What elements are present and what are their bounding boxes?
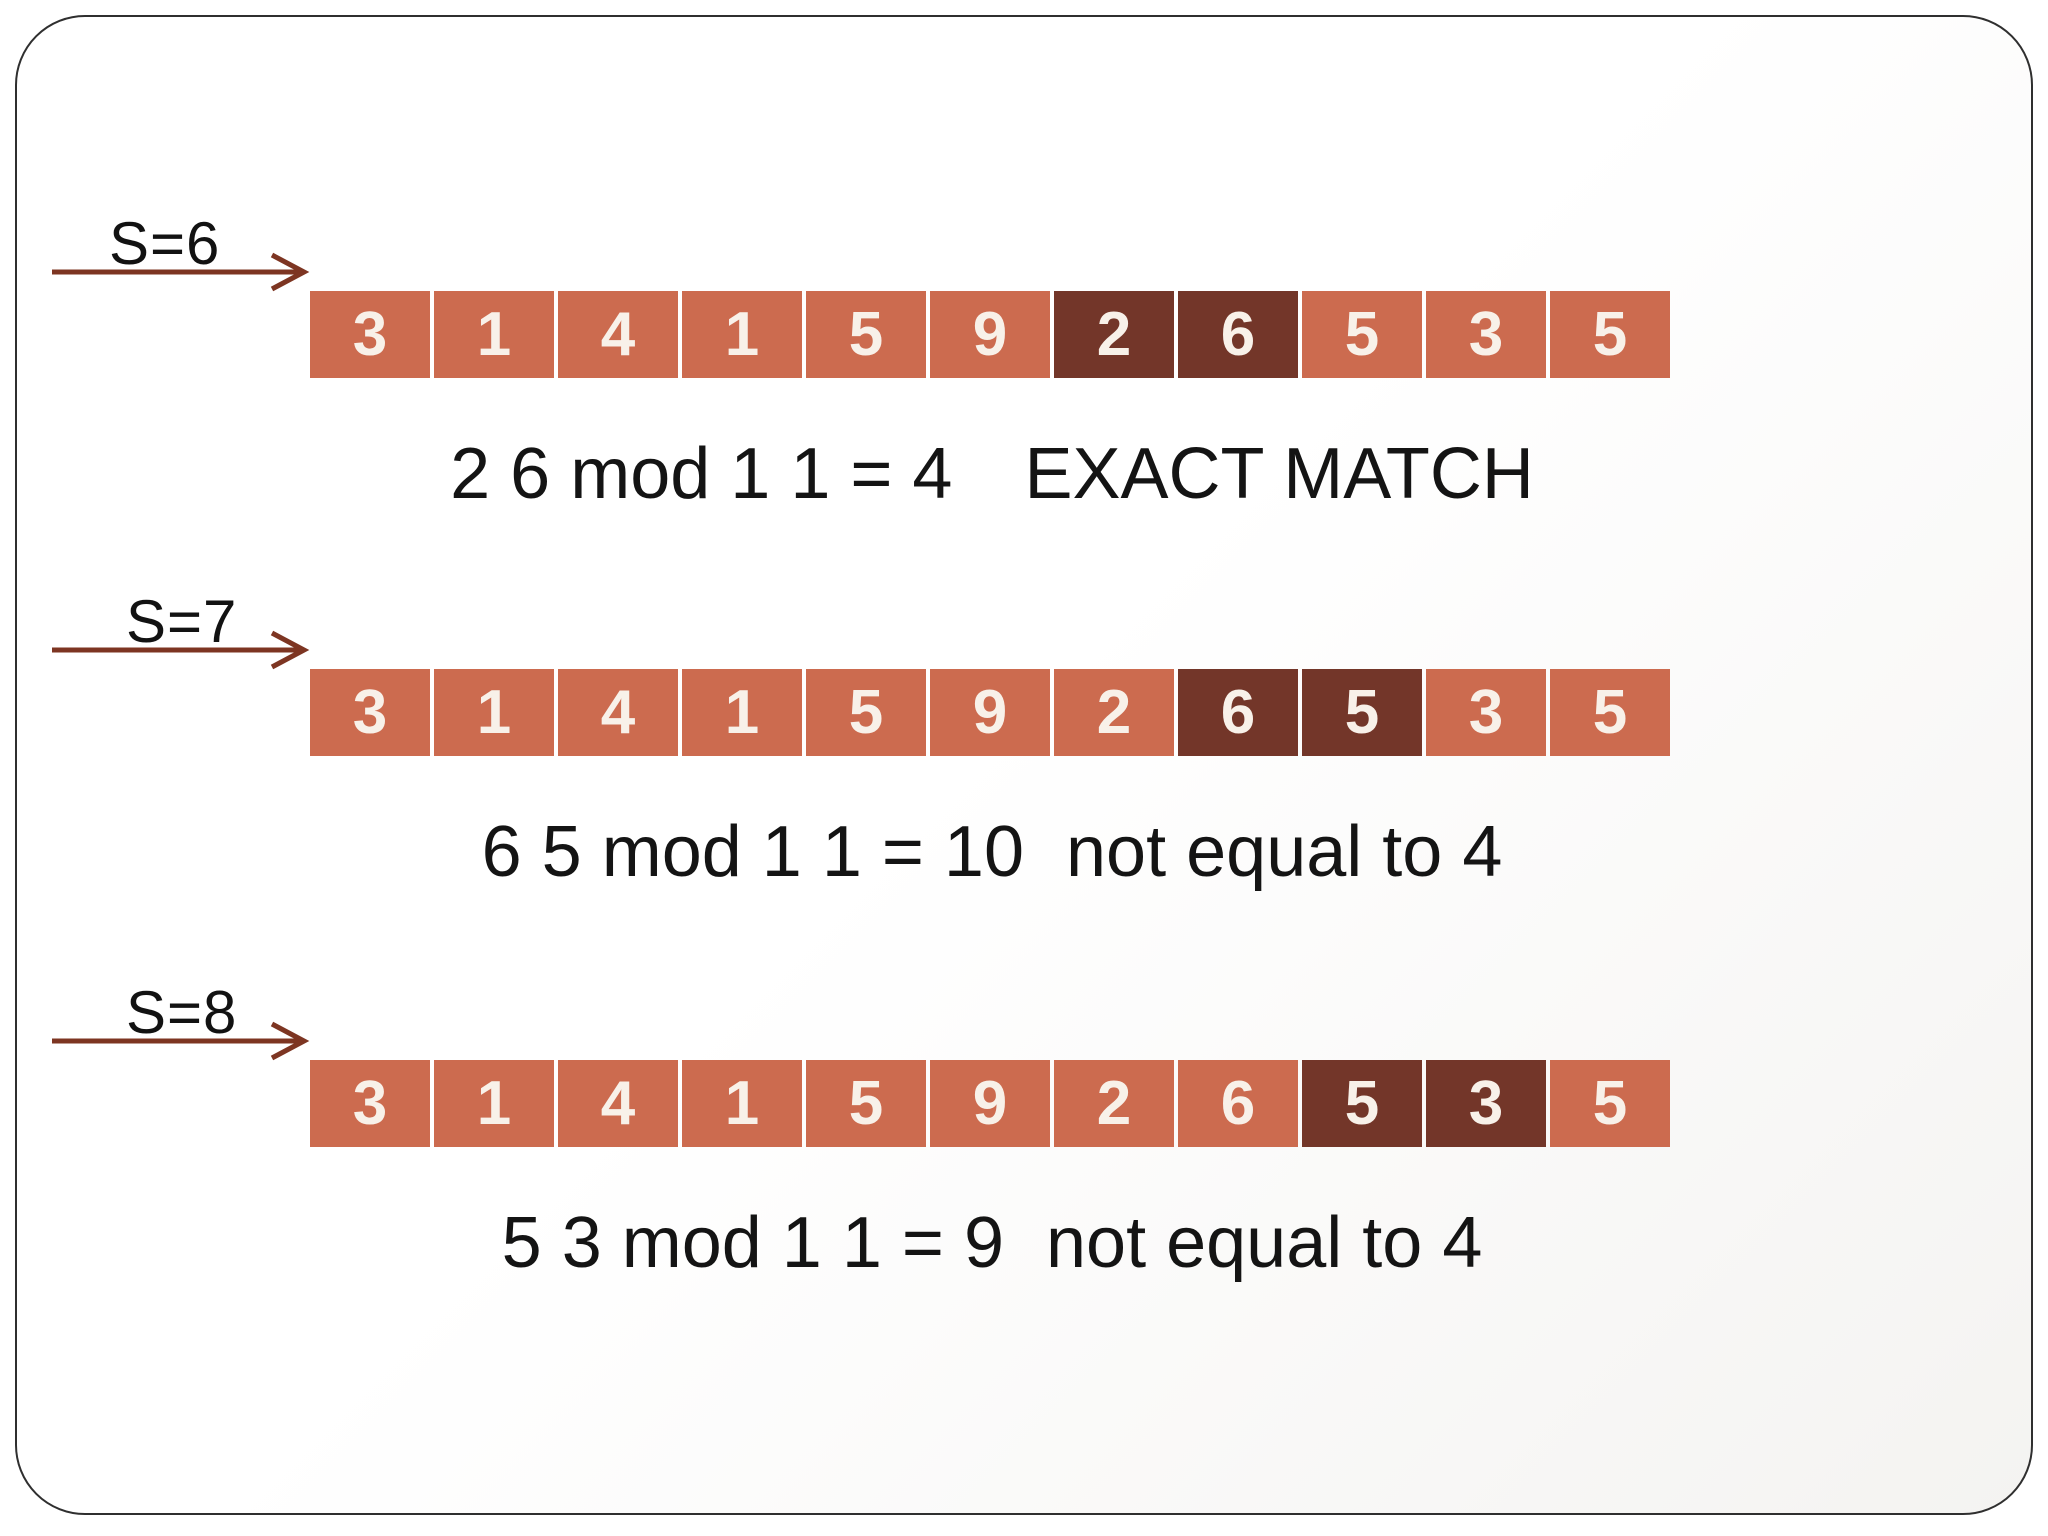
array-cell: 1 xyxy=(682,669,802,756)
array-cell: 2 xyxy=(1054,1060,1174,1147)
array-cell: 1 xyxy=(434,1060,554,1147)
array-cell-highlighted: 5 xyxy=(1302,1060,1422,1147)
caption-equation: 5 3 mod 1 1 = 9 xyxy=(501,1203,1004,1283)
array-cell: 5 xyxy=(1550,1060,1670,1147)
array-cell: 4 xyxy=(558,1060,678,1147)
caption: 5 3 mod 1 1 = 9 not equal to 4 xyxy=(310,1202,1674,1284)
array-cell: 3 xyxy=(310,1060,430,1147)
array-cell: 2 xyxy=(1054,669,1174,756)
array-cell: 6 xyxy=(1178,1060,1298,1147)
arrow-right-icon xyxy=(52,630,310,670)
array-cell-highlighted: 2 xyxy=(1054,291,1174,378)
array-cell: 5 xyxy=(806,291,926,378)
caption-result: EXACT MATCH xyxy=(1024,434,1534,514)
array-cell: 3 xyxy=(1426,291,1546,378)
array-cell: 5 xyxy=(806,669,926,756)
array-cell: 3 xyxy=(310,669,430,756)
caption-equation: 2 6 mod 1 1 = 4 xyxy=(450,434,953,514)
caption: 2 6 mod 1 1 = 4 EXACT MATCH xyxy=(310,433,1674,515)
array-cell-highlighted: 6 xyxy=(1178,291,1298,378)
array-cell-highlighted: 6 xyxy=(1178,669,1298,756)
array-cell: 3 xyxy=(310,291,430,378)
array-cell: 9 xyxy=(930,669,1050,756)
array-cell: 5 xyxy=(1550,669,1670,756)
array-cell: 5 xyxy=(1302,291,1422,378)
caption: 6 5 mod 1 1 = 10 not equal to 4 xyxy=(310,811,1674,893)
array-cell-highlighted: 3 xyxy=(1426,1060,1546,1147)
caption-result: not equal to 4 xyxy=(1066,812,1503,892)
array-cell: 1 xyxy=(682,1060,802,1147)
array-cell: 1 xyxy=(434,669,554,756)
array-cell: 3 xyxy=(1426,669,1546,756)
caption-equation: 6 5 mod 1 1 = 10 xyxy=(481,812,1025,892)
array-cell: 5 xyxy=(806,1060,926,1147)
array-cell: 9 xyxy=(930,291,1050,378)
arrow-right-icon xyxy=(52,252,310,292)
caption-result: not equal to 4 xyxy=(1046,1203,1483,1283)
array-cell: 4 xyxy=(558,669,678,756)
array-cell: 1 xyxy=(434,291,554,378)
shift-label: S=7 xyxy=(126,588,238,655)
array-cell-highlighted: 5 xyxy=(1302,669,1422,756)
shift-label: S=6 xyxy=(109,210,221,277)
shift-label: S=8 xyxy=(126,979,238,1046)
arrow-right-icon xyxy=(52,1021,310,1061)
array-cell: 9 xyxy=(930,1060,1050,1147)
array-cell: 1 xyxy=(682,291,802,378)
array-cell: 4 xyxy=(558,291,678,378)
array-cell: 5 xyxy=(1550,291,1670,378)
